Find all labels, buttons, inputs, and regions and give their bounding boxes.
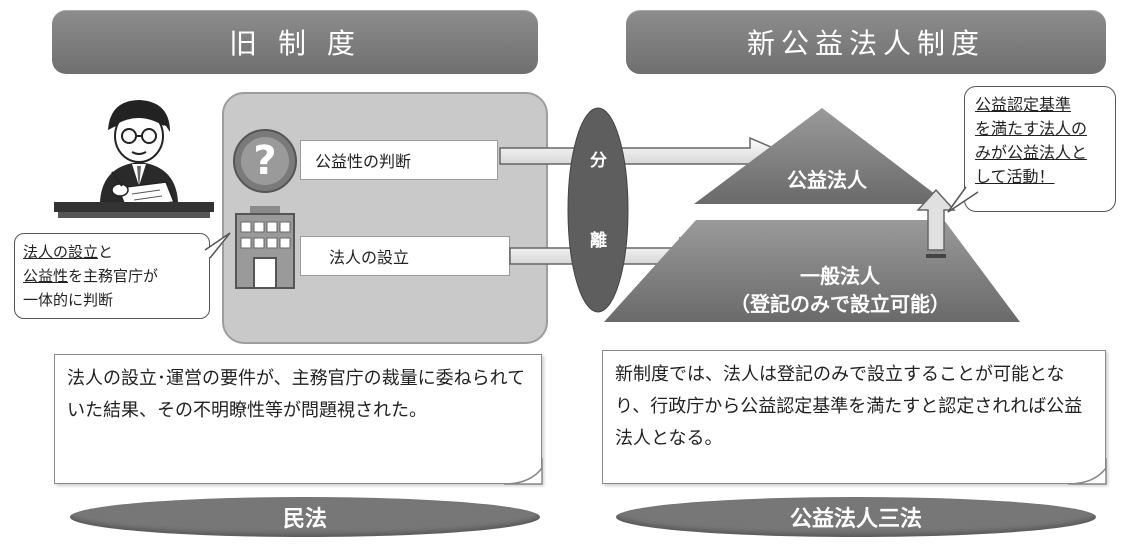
- question-icon: ?: [233, 129, 297, 193]
- pyramid-diagram: [604, 108, 1020, 322]
- old-system-title: 旧 制 度: [229, 27, 361, 60]
- public-interest-corporation-triangle: [694, 108, 948, 204]
- civil-code-footer: 民法: [70, 497, 540, 537]
- public-interest-corporation-laws-footer: 公益法人三法: [616, 497, 1096, 537]
- new-system-note: 新制度では、法人は登記のみで設立することが可能となり、行政庁から公益認定基準を満…: [602, 350, 1106, 484]
- separation-char-2: 離: [590, 231, 607, 251]
- certification-criteria-bubble: 公益認定基準 を満たす法人の みが公益法人と して活動！: [964, 86, 1116, 212]
- bubble-tail-right: [947, 186, 979, 213]
- separation-oval: [567, 107, 629, 313]
- svg-text:?: ?: [253, 138, 276, 184]
- note-curl-left: [504, 458, 543, 485]
- general-corporation-trapezoid: [604, 220, 1020, 322]
- old-system-note: 法人の設立･運営の要件が、主務官庁の裁量に委ねられていた結果、その不明瞭性等が問…: [54, 354, 542, 484]
- corporation-establishment-label: 法人の設立: [300, 236, 510, 276]
- new-system-title: 新公益法人制度: [746, 27, 985, 60]
- general-corporation-label: 一般法人 （登記のみで設立可能）: [730, 264, 950, 316]
- joint-judgment-bubble: 法人の設立と 公益性を主務官庁が 一体的に判断: [14, 233, 210, 319]
- bubble-tail-left: [204, 232, 231, 259]
- separation-char-1: 分: [590, 151, 607, 171]
- new-system-header: 新公益法人制度: [626, 10, 1106, 74]
- official-at-desk-illustration: [54, 100, 214, 218]
- note-curl-right: [1068, 458, 1107, 485]
- old-system-header: 旧 制 度: [52, 10, 538, 74]
- building-icon: [235, 206, 295, 289]
- public-interest-judgment-label: 公益性の判断: [300, 140, 498, 180]
- public-interest-corporation-label: 公益法人: [787, 168, 867, 192]
